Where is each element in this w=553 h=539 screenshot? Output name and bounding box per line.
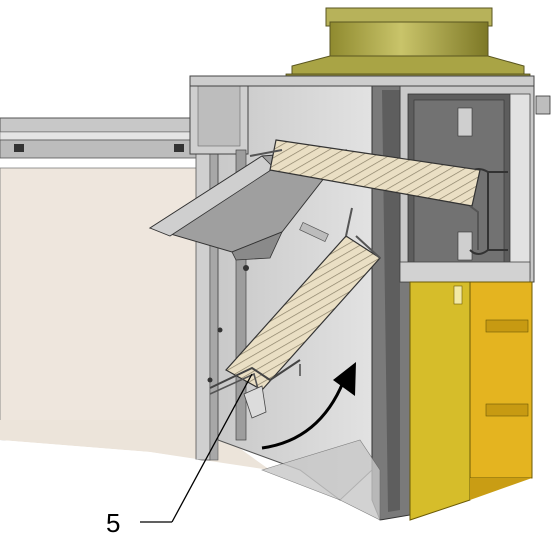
callout-5: 5	[106, 373, 253, 538]
lower-funnel	[261, 439, 381, 521]
beige-panel	[0, 167, 206, 441]
duct-collar	[285, 7, 531, 83]
lower-damper-blade	[209, 207, 381, 419]
callout-leader-line	[171, 373, 253, 523]
upper-damper-blade	[148, 139, 481, 261]
left-frame-assembly	[0, 117, 270, 490]
callout-label: 5	[106, 508, 120, 538]
rotation-arrow-icon	[261, 362, 356, 450]
insulation-block	[409, 281, 533, 521]
upper-hatched-plate	[269, 139, 481, 207]
